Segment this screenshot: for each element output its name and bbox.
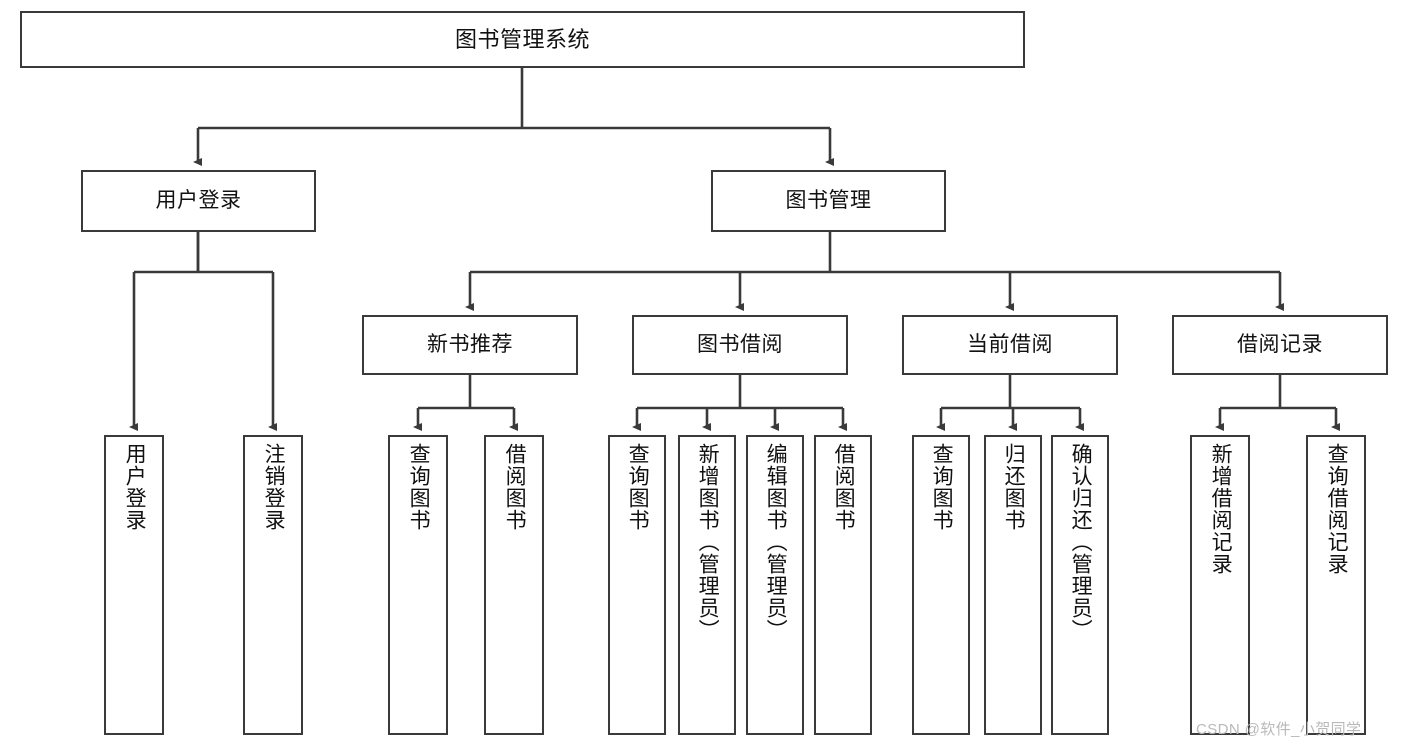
node-book-manage-label: 图书管理 xyxy=(785,188,872,212)
node-leaf-cur-query-label: 查询图书 xyxy=(930,443,954,531)
node-leaf-user-logout[interactable]: 注销登录 xyxy=(243,435,303,735)
node-leaf-rec-query2[interactable]: 查询借阅记录 xyxy=(1306,435,1366,735)
node-leaf-cur-return-label: 归还图书 xyxy=(1002,443,1026,531)
node-leaf-cur-return[interactable]: 归还图书 xyxy=(984,435,1042,735)
node-leaf-cur-confirm-label: 确认归还（管理员） xyxy=(1069,443,1093,641)
node-book-manage[interactable]: 图书管理 xyxy=(711,170,946,232)
node-user-login-label: 用户登录 xyxy=(155,188,242,212)
node-leaf-user-login[interactable]: 用户登录 xyxy=(104,435,164,735)
node-borrow-record-label: 借阅记录 xyxy=(1237,332,1323,356)
node-leaf-borrow-do[interactable]: 借阅图书 xyxy=(814,435,872,735)
node-leaf-borrow-edit-label: 编辑图书（管理员） xyxy=(764,443,788,641)
node-leaf-borrow-query-label: 查询图书 xyxy=(626,443,650,531)
node-new-book-rec[interactable]: 新书推荐 xyxy=(362,315,578,375)
node-current-borrow-label: 当前借阅 xyxy=(967,332,1053,356)
csdn-watermark: CSDN @软件_小贺同学 xyxy=(1196,721,1362,738)
node-borrow-record[interactable]: 借阅记录 xyxy=(1172,315,1388,375)
node-current-borrow[interactable]: 当前借阅 xyxy=(902,315,1118,375)
node-leaf-cur-confirm[interactable]: 确认归还（管理员） xyxy=(1051,435,1109,735)
node-root-label: 图书管理系统 xyxy=(454,26,590,52)
node-leaf-rec-query-label: 查询图书 xyxy=(407,443,431,531)
node-leaf-user-login-label: 用户登录 xyxy=(123,443,147,531)
node-leaf-rec-borrow[interactable]: 借阅图书 xyxy=(484,435,544,735)
node-book-borrow[interactable]: 图书借阅 xyxy=(632,315,848,375)
node-leaf-borrow-edit[interactable]: 编辑图书（管理员） xyxy=(746,435,804,735)
node-leaf-rec-add[interactable]: 新增借阅记录 xyxy=(1190,435,1250,735)
node-book-borrow-label: 图书借阅 xyxy=(697,332,783,356)
node-leaf-borrow-add-label: 新增图书（管理员） xyxy=(696,443,720,641)
node-user-login[interactable]: 用户登录 xyxy=(81,170,316,232)
node-leaf-rec-query2-label: 查询借阅记录 xyxy=(1325,443,1349,575)
node-leaf-borrow-query[interactable]: 查询图书 xyxy=(608,435,666,735)
node-leaf-rec-add-label: 新增借阅记录 xyxy=(1209,443,1233,575)
node-leaf-rec-borrow-label: 借阅图书 xyxy=(503,443,527,531)
node-new-book-rec-label: 新书推荐 xyxy=(427,332,513,356)
node-leaf-user-logout-label: 注销登录 xyxy=(262,443,286,531)
node-leaf-borrow-add[interactable]: 新增图书（管理员） xyxy=(678,435,736,735)
node-root[interactable]: 图书管理系统 xyxy=(20,11,1025,68)
node-leaf-rec-query[interactable]: 查询图书 xyxy=(388,435,448,735)
node-leaf-borrow-do-label: 借阅图书 xyxy=(832,443,856,531)
node-leaf-cur-query[interactable]: 查询图书 xyxy=(912,435,970,735)
